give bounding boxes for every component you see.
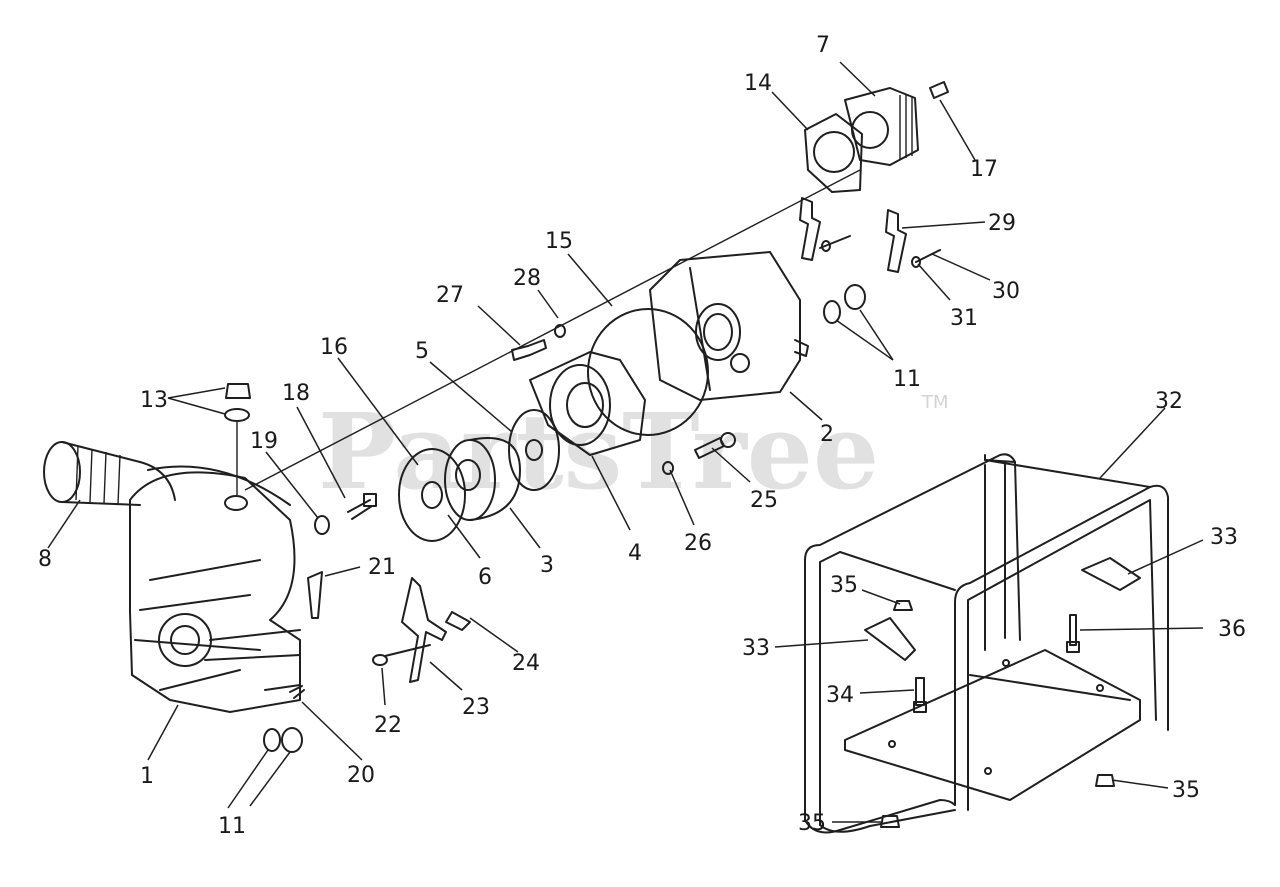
- assembly-axis-line: [244, 169, 861, 491]
- part-label-16: 16: [320, 335, 348, 360]
- part-label-1: 1: [140, 764, 154, 789]
- part-label-27: 27: [436, 283, 464, 308]
- part-label-30: 30: [992, 279, 1020, 304]
- part-label-7: 7: [816, 33, 830, 58]
- part-label-31: 31: [950, 306, 978, 331]
- outlet-flange-drawing: [804, 81, 949, 193]
- part-label-28: 28: [513, 266, 541, 291]
- part-label-26: 26: [684, 531, 712, 556]
- screw-washer-drawing: [511, 324, 566, 361]
- priming-plug-drawing: [224, 383, 251, 495]
- impeller-drawing: [398, 409, 560, 542]
- part-label-36: 36: [1218, 617, 1246, 642]
- part-label-3: 3: [540, 553, 554, 578]
- watermark-trademark: TM: [921, 392, 949, 413]
- part-label-4: 4: [628, 541, 642, 566]
- part-labels: 7 14 17 29 30 31 15 28 27 11 2 5 16 13 1…: [38, 33, 1246, 839]
- part-label-2: 2: [820, 422, 834, 447]
- part-label-35-bottom: 35: [798, 811, 826, 836]
- part-label-17: 17: [970, 157, 998, 182]
- part-label-35-right: 35: [1172, 778, 1200, 803]
- outlet-plug-drawing: [823, 284, 866, 324]
- part-label-24: 24: [512, 651, 540, 676]
- washer-bolt-drawing: [314, 493, 377, 535]
- pin-clip-drawing: [289, 571, 431, 699]
- part-label-14: 14: [744, 71, 772, 96]
- leader-lines: [47, 61, 1204, 823]
- part-label-11-upper: 11: [893, 367, 921, 392]
- part-label-32: 32: [1155, 389, 1183, 414]
- part-label-8: 8: [38, 547, 52, 572]
- bracket-wingnut-drawing: [401, 577, 471, 683]
- wear-ring-housing-drawing: [529, 351, 646, 456]
- part-label-33-left: 33: [742, 636, 770, 661]
- part-label-19: 19: [250, 429, 278, 454]
- inlet-hose-drawing: [43, 441, 176, 506]
- part-label-21: 21: [368, 555, 396, 580]
- part-label-35-top: 35: [830, 573, 858, 598]
- part-label-25: 25: [750, 488, 778, 513]
- part-label-13: 13: [140, 388, 168, 413]
- frame-drawing: [804, 453, 1169, 834]
- pump-body-drawing: [129, 465, 301, 713]
- drain-plug-drawing: [263, 727, 303, 753]
- volute-casing-drawing: [649, 251, 809, 401]
- part-label-33-right: 33: [1210, 525, 1238, 550]
- part-label-11-lower: 11: [218, 814, 246, 839]
- part-label-15: 15: [545, 229, 573, 254]
- part-label-34: 34: [826, 683, 854, 708]
- part-label-5: 5: [415, 339, 429, 364]
- part-label-29: 29: [988, 211, 1016, 236]
- clamp-brackets-drawing: [799, 197, 941, 273]
- part-label-6: 6: [478, 565, 492, 590]
- part-label-18: 18: [282, 381, 310, 406]
- screw-washer-2-drawing: [662, 432, 736, 475]
- part-label-22: 22: [374, 713, 402, 738]
- part-label-23: 23: [462, 695, 490, 720]
- part-label-20: 20: [347, 763, 375, 788]
